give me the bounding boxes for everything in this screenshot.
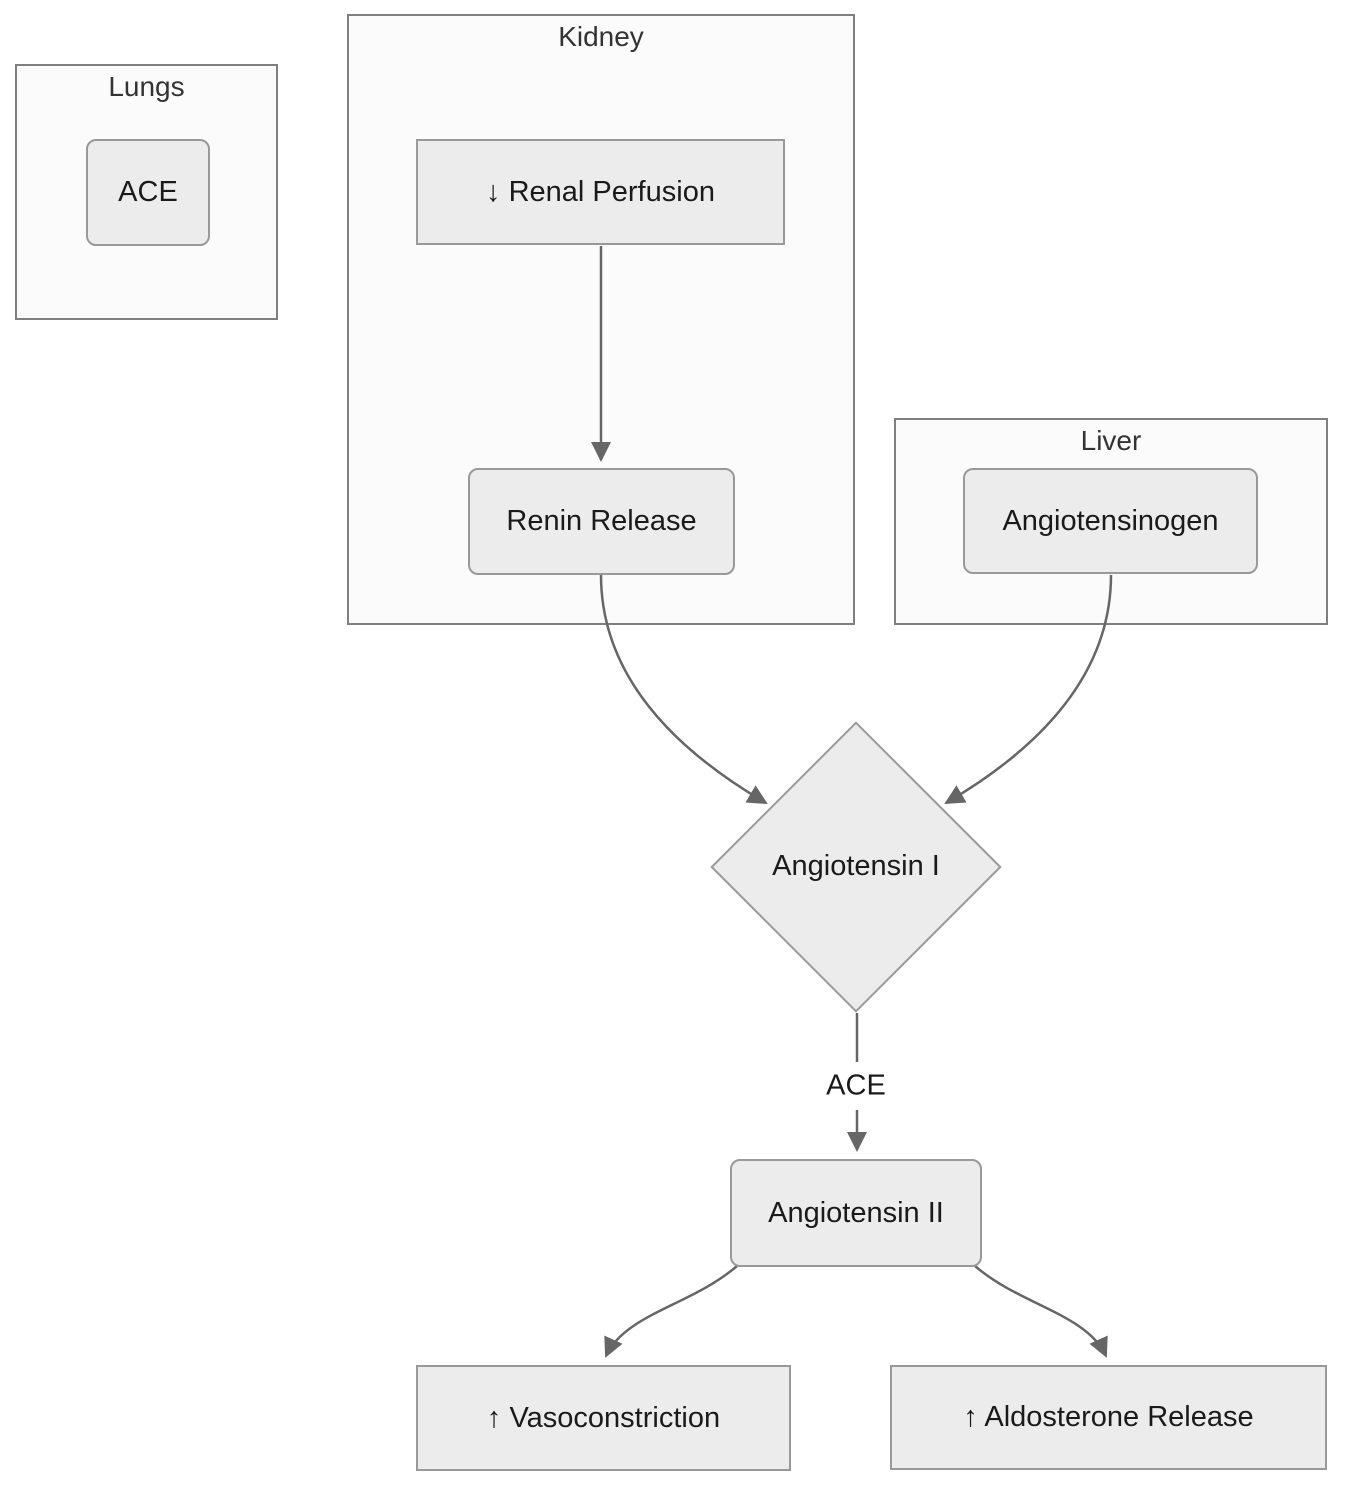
- edge-renin-release-to-angiotensin-1: [599, 574, 768, 805]
- node-angiotensin-1-label: Angiotensin I: [772, 850, 940, 882]
- container-liver-title: Liver: [1080, 425, 1142, 456]
- edge-label-ace: ACE: [822, 1069, 890, 1103]
- edge-angiotensin-2-to-vasoconstriction: [604, 1265, 738, 1358]
- node-renin-release: Renin Release: [468, 468, 735, 575]
- node-aldosterone-release: ↑ Aldosterone Release: [890, 1365, 1327, 1470]
- container-kidney-title: Kidney: [558, 21, 644, 52]
- node-angiotensinogen: Angiotensinogen: [963, 468, 1258, 574]
- node-vasoconstriction: ↑ Vasoconstriction: [416, 1365, 791, 1471]
- node-ace-lungs: ACE: [86, 139, 210, 246]
- edge-angiotensin-2-to-aldosterone-release: [974, 1265, 1108, 1358]
- node-angiotensin-2: Angiotensin II: [730, 1159, 982, 1267]
- edge-angiotensinogen-to-angiotensin-1: [944, 574, 1113, 805]
- container-lungs-title: Lungs: [108, 71, 185, 102]
- node-renal-perfusion: ↓ Renal Perfusion: [416, 139, 785, 245]
